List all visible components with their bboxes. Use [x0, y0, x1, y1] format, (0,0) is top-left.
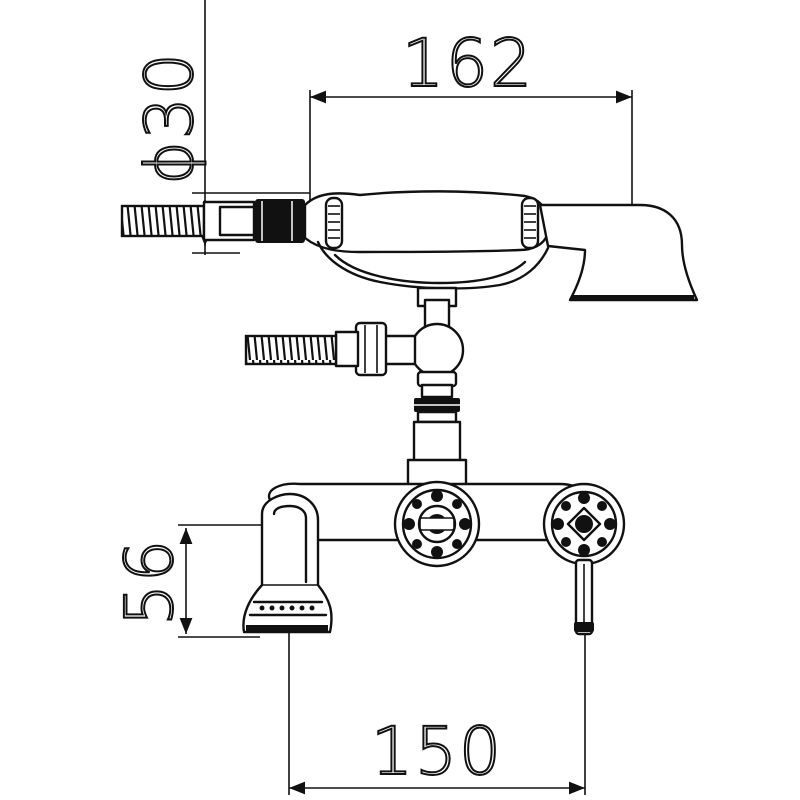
- lower-hose-ferrule: [334, 330, 360, 368]
- dimension-phi30-label: ϕ30: [131, 51, 208, 185]
- shower-head-face: [572, 295, 694, 301]
- upper-hose: [120, 204, 206, 238]
- spout-band: [259, 605, 315, 611]
- lower-hose: [244, 334, 338, 366]
- dimension-162-label: 162: [402, 25, 534, 102]
- spout-outlet: [246, 625, 328, 633]
- column-ring-3: [416, 410, 458, 424]
- hand-shower: [120, 190, 699, 302]
- bath-spout: [242, 492, 333, 634]
- shower-head: [538, 203, 699, 302]
- handle-ring-left: [324, 196, 344, 250]
- dimension-56: 56: [110, 524, 400, 638]
- union-arm: [383, 334, 417, 366]
- union-ball: [409, 322, 465, 378]
- dimension-150: 150: [288, 600, 586, 795]
- hose-ferrule: [218, 205, 256, 237]
- column-tube: [412, 420, 462, 464]
- dimension-162: 162: [309, 24, 633, 300]
- mixer-body: [267, 480, 626, 636]
- handle-ring-right: [520, 196, 540, 250]
- dimension-56-label: 56: [111, 538, 188, 626]
- lever-tip: [574, 622, 594, 632]
- column-ring-2: [420, 383, 454, 399]
- union-nut: [354, 321, 388, 377]
- dimension-150-label: 150: [371, 713, 503, 790]
- cradle-column: [244, 286, 468, 488]
- spout-body: [242, 492, 333, 634]
